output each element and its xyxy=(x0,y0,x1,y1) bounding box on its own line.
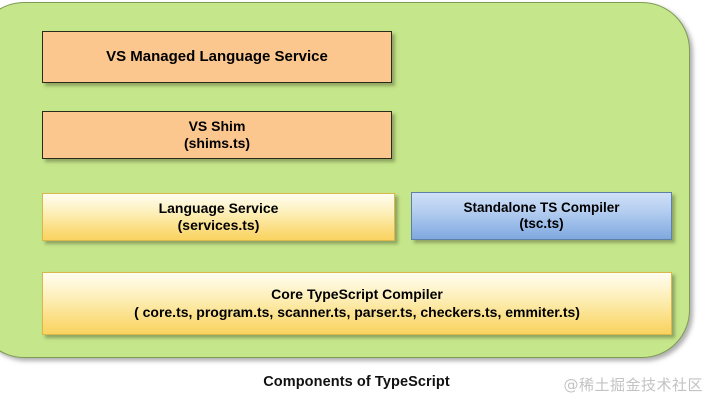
component-box-core-typescript-compiler: Core TypeScript Compiler ( core.ts, prog… xyxy=(42,272,672,335)
box-label-secondary: (shims.ts) xyxy=(183,135,251,151)
box-label-primary: Standalone TS Compiler xyxy=(463,199,620,215)
box-label-primary: Core TypeScript Compiler xyxy=(271,286,443,303)
box-label-primary: VS Shim xyxy=(188,117,246,134)
box-label-secondary: (services.ts) xyxy=(177,217,260,233)
box-label-secondary: ( core.ts, program.ts, scanner.ts, parse… xyxy=(134,303,580,320)
box-label-primary: Language Service xyxy=(158,199,279,216)
typescript-components-panel: VS Managed Language Service VS Shim (shi… xyxy=(0,2,690,358)
component-box-language-service: Language Service (services.ts) xyxy=(42,193,395,241)
box-label-primary: VS Managed Language Service xyxy=(106,47,328,65)
diagram-caption: Components of TypeScript xyxy=(263,374,450,390)
component-box-vs-shim: VS Shim (shims.ts) xyxy=(42,111,392,159)
box-label-secondary: (tsc.ts) xyxy=(519,216,564,231)
watermark-text: @稀土掘金技术社区 xyxy=(563,376,703,394)
component-box-standalone-ts-compiler: Standalone TS Compiler (tsc.ts) xyxy=(411,192,672,240)
component-box-vs-managed-language-service: VS Managed Language Service xyxy=(42,31,392,83)
